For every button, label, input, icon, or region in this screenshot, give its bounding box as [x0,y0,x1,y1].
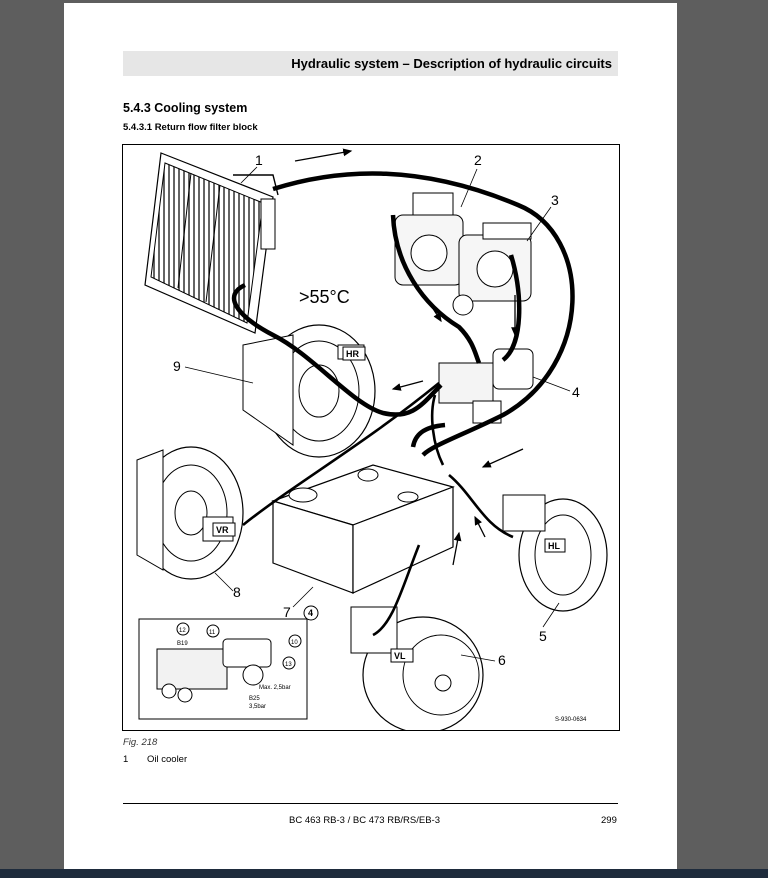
circled-4-outer-label: 4 [308,608,313,618]
tag-vr: VR [216,525,229,535]
document-page: Hydraulic system – Description of hydrau… [64,3,677,869]
pump-assembly-drawing [394,192,532,316]
callout-1: 1 [255,152,263,168]
filter-block-drawing [438,348,534,424]
callout-3: 3 [551,192,559,208]
inset-label-max: Max. 2,5bar [259,685,291,691]
flow-arrows [294,148,524,566]
callout-8: 8 [233,584,241,600]
temperature-label: >55°C [299,287,350,307]
viewer-bottom-bar [0,869,768,878]
wheel-motor-vr-drawing [136,446,244,580]
tag-hr-box [342,346,366,361]
hydraulic-diagram: 1 2 3 4 5 6 7 8 9 >55°C HR VR HL VL 4 [136,148,608,730]
inset-label-b25: B25 [249,696,260,702]
hydraulic-hoses [231,171,575,457]
inset-circled-11 [206,624,220,638]
inset-number-13: 13 [285,662,292,668]
tag-vl: VL [394,651,406,661]
hydraulic-tank-drawing [271,464,455,594]
oil-cooler-drawing [144,152,279,334]
tag-hl: HL [548,541,560,551]
legend-text: Oil cooler [147,754,188,765]
subsection-title: 5.4.3.1 Return flow filter block [123,122,258,133]
wheel-motor-vl-drawing [350,606,484,730]
callout-9: 9 [173,358,181,374]
header-title: Hydraulic system – Description of hydrau… [291,56,612,71]
page-header: Hydraulic system – Description of hydrau… [123,51,618,76]
return-lines [242,381,514,637]
hydraulic-diagram-figure: 1 2 3 4 5 6 7 8 9 >55°C HR VR HL VL 4 [122,144,620,731]
footer-divider [123,803,618,804]
inset-label-b19: B19 [177,641,188,647]
inset-number-12: 12 [179,628,186,634]
inset-circled-13 [282,656,296,670]
wheel-motor-hl-drawing [502,494,608,612]
callout-5: 5 [539,628,547,644]
circled-4-outer [303,605,319,621]
inset-label-bar: 3,5bar [249,704,266,710]
tag-vr-box [212,522,236,537]
section-title: 5.4.3 Cooling system [123,101,248,115]
figure-caption: Fig. 218 [123,737,158,748]
tag-hr: HR [346,349,359,359]
callout-4: 4 [572,384,580,400]
callout-2: 2 [474,152,482,168]
callout-7: 7 [283,604,291,620]
tag-hl-box [544,538,566,553]
wheel-motor-hr-drawing [242,324,376,458]
filter-block-detail-inset [138,618,308,720]
inset-number-10: 10 [291,640,298,646]
footer-page-number: 299 [601,815,617,826]
callout-leaders [184,166,571,662]
legend-number: 1 [123,754,129,765]
inset-circled-10 [288,634,302,648]
inset-number-11: 11 [209,630,216,636]
inset-circled-12 [176,622,190,636]
drawing-id: S-930-0634 [555,717,587,723]
callout-6: 6 [498,652,506,668]
tag-vl-box [390,648,414,663]
footer-model: BC 463 RB-3 / BC 473 RB/RS/EB-3 [289,815,441,826]
